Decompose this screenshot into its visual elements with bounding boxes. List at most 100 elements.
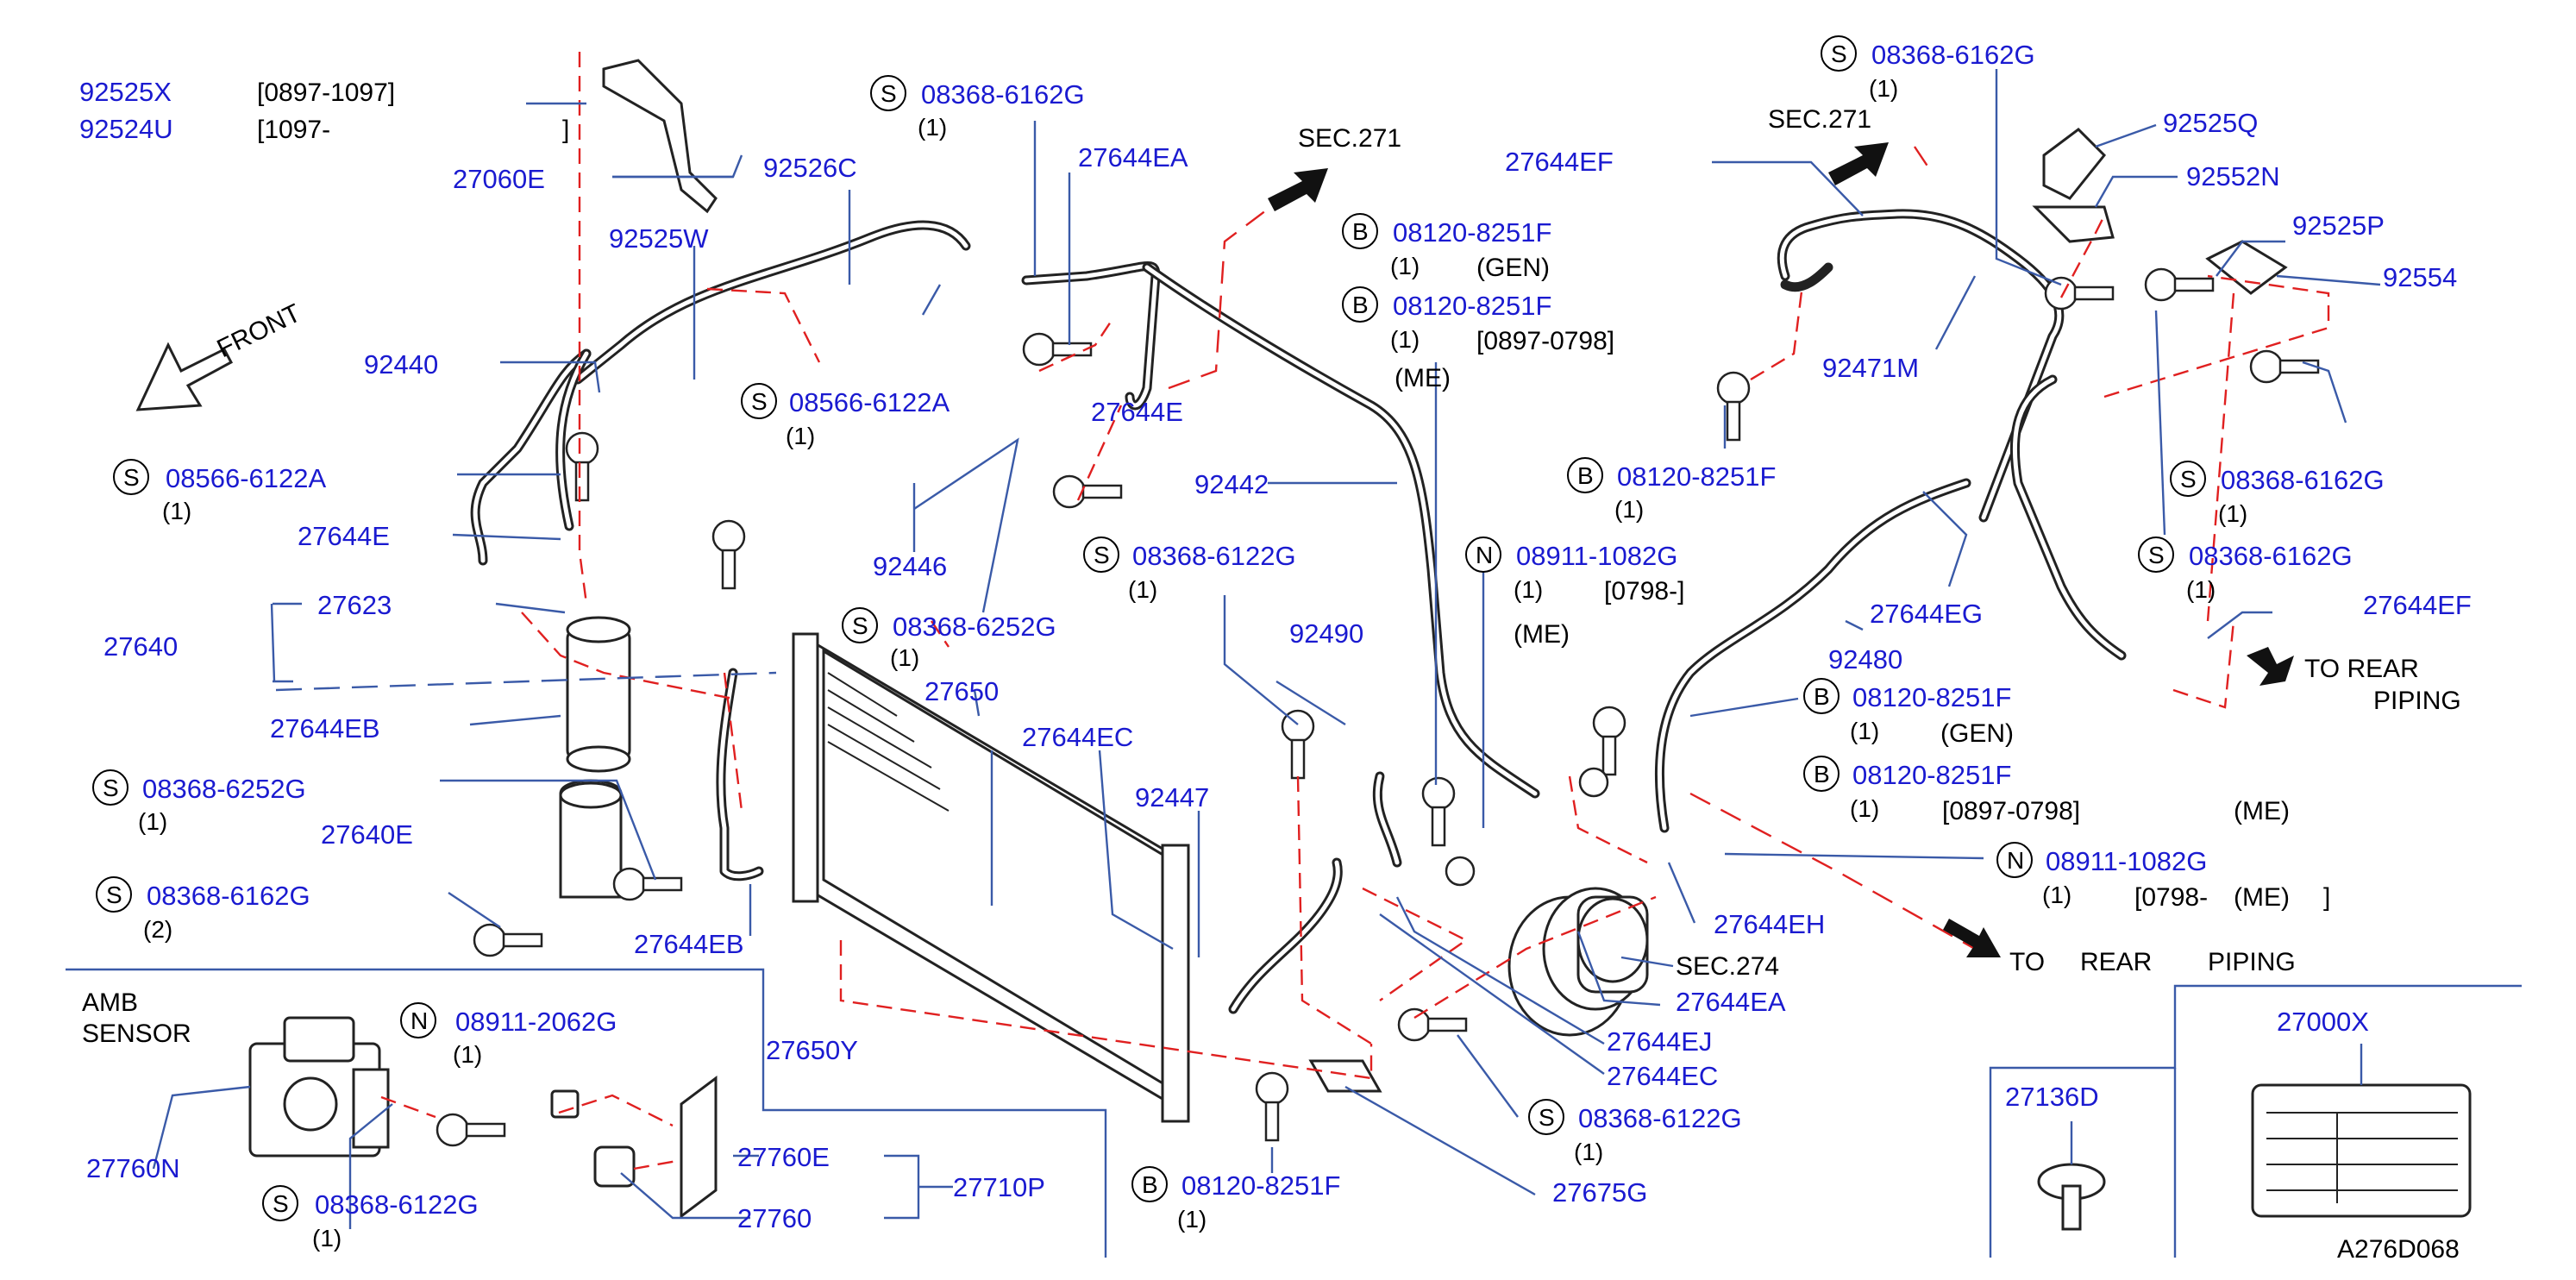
- letter-s: S: [103, 775, 119, 801]
- bracket-27640e: [559, 779, 623, 899]
- label-08368-6162g-right-b: 08368-6162G: [2189, 541, 2353, 571]
- bolt: [565, 431, 599, 502]
- label-27644ef-top: 27644EF: [1505, 147, 1614, 177]
- label-92490: 92490: [1289, 618, 1363, 649]
- label-92525x: 92525X: [79, 77, 172, 107]
- label-27640: 27640: [103, 631, 178, 662]
- label-amb: AMB: [82, 988, 138, 1017]
- bracket-92525p: [2205, 240, 2288, 295]
- bracket-27760e: [550, 1076, 718, 1219]
- qty: (1): [1869, 75, 1898, 102]
- bolt: [1445, 856, 1476, 887]
- label-27644eb-upper: 27644EB: [270, 713, 380, 744]
- label-27760n: 27760N: [86, 1153, 180, 1183]
- label-92471m: 92471M: [1822, 353, 1919, 383]
- label-27650y: 27650Y: [766, 1035, 858, 1065]
- callout-n-08911-1082g-right: N 08911-1082G (1) [0798- (ME) ]: [1996, 842, 2330, 912]
- label-27644ea-lower: 27644EA: [1676, 987, 1786, 1017]
- label-08566-6122a-center: 08566-6122A: [789, 387, 950, 417]
- front-arrow-icon: [135, 342, 234, 411]
- alignment-lines: [380, 52, 2330, 1170]
- clip-27136d: [2037, 1163, 2106, 1231]
- label-08120-8251f-lower: 08120-8251F: [1181, 1170, 1340, 1201]
- letter-n: N: [2007, 847, 2024, 874]
- letter-s: S: [852, 612, 868, 639]
- label-to-rear-a: TO REAR: [2304, 655, 2419, 683]
- letter-s: S: [751, 388, 768, 415]
- qty: (1): [1614, 496, 1644, 523]
- label-27644eg: 27644EG: [1870, 599, 1983, 629]
- sec271-arrow-b: [1828, 142, 1889, 185]
- bolt: [1022, 332, 1093, 367]
- label-27644ej: 27644EJ: [1607, 1026, 1712, 1057]
- bolt: [2144, 267, 2215, 302]
- qty: (1): [312, 1225, 342, 1252]
- letter-b: B: [1142, 1171, 1158, 1198]
- note-date: [0897-0798]: [1476, 327, 1614, 355]
- letter-b: B: [1814, 761, 1830, 787]
- bolt: [1421, 776, 1456, 847]
- bolt: [1052, 474, 1123, 509]
- label-27644eb-lower: 27644EB: [634, 929, 744, 959]
- label-plate-27000x: [2251, 1083, 2472, 1218]
- label-27760e: 27760E: [737, 1142, 830, 1172]
- callout-b-08120-8251f-gen-right: B 08120-8251F (1) (GEN): [1803, 678, 2014, 748]
- callout-s-08368-6122g-sensor: S 08368-6122G (1): [262, 1185, 479, 1252]
- letter-s: S: [881, 80, 897, 107]
- label-92554: 92554: [2383, 262, 2457, 292]
- letter-s: S: [1094, 542, 1110, 568]
- letter-s: S: [273, 1190, 289, 1217]
- compressor: [1507, 887, 1649, 1037]
- label-27644eh: 27644EH: [1714, 909, 1825, 939]
- label-08368-6162g-topright: 08368-6162G: [1871, 40, 2035, 70]
- callout-n-08911-1082g-center: N 08911-1082G (1) [0798-] (ME): [1465, 536, 1684, 649]
- label-27136d: 27136D: [2005, 1082, 2099, 1112]
- letter-s: S: [123, 464, 140, 491]
- to-rear-arrow-b: [1943, 919, 2001, 957]
- label-92447: 92447: [1135, 782, 1209, 813]
- label-08368-6122g-lower: 08368-6122G: [1578, 1103, 1742, 1133]
- label-92440: 92440: [364, 349, 438, 380]
- label-27000x: 27000X: [2277, 1007, 2369, 1037]
- callout-b-08120-8251f-dated: B 08120-8251F (1) [0897-0798] (ME): [1342, 286, 1614, 392]
- label-92446: 92446: [873, 551, 947, 581]
- qty: (1): [1128, 576, 1157, 603]
- callout-s-08368-6252g-left: S 08368-6252G (1): [92, 769, 306, 835]
- note-close: ]: [2323, 883, 2330, 912]
- label-92525q: 92525Q: [2163, 108, 2258, 138]
- bolt: [612, 867, 683, 901]
- qty: (1): [1850, 718, 1879, 744]
- bracket-92552n: [2032, 205, 2115, 243]
- bolt: [711, 519, 746, 590]
- label-sensor: SENSOR: [82, 1020, 191, 1048]
- callout-b-08120-8251f-dated-right: B 08120-8251F (1) [0897-0798] (ME): [1803, 756, 2290, 825]
- callout-s-08368-6252g-center: S 08368-6252G (1): [842, 607, 1056, 671]
- label-27644ec-center: 27644EC: [1022, 722, 1133, 752]
- label-27710p: 27710P: [953, 1172, 1045, 1202]
- label-08368-6122g-center: 08368-6122G: [1132, 541, 1296, 571]
- letter-s: S: [106, 882, 122, 908]
- qty: (1): [1390, 326, 1420, 353]
- label-sec271-a: SEC.271: [1298, 124, 1401, 153]
- bolts: [436, 267, 2320, 1147]
- note-me: (ME): [1395, 364, 1451, 392]
- qty: (1): [1177, 1206, 1207, 1233]
- note-date: [0897-0798]: [1942, 797, 2080, 825]
- callout-s-08368-6162g-left: S 08368-6162G (2): [96, 876, 310, 943]
- label-08566-6122a-left: 08566-6122A: [166, 463, 326, 493]
- label-27623: 27623: [317, 590, 392, 620]
- receiver-drier: [566, 616, 631, 773]
- label-08120-8251f-gen: 08120-8251F: [1393, 217, 1551, 248]
- bolt: [1255, 1071, 1289, 1142]
- pipe-92442: [1021, 261, 1540, 799]
- qty: (1): [162, 498, 191, 524]
- label-front: FRONT: [213, 298, 305, 363]
- label-08120-8251f-gen-right: 08120-8251F: [1852, 682, 2011, 712]
- note-date: [0798-]: [1604, 577, 1684, 605]
- letter-s: S: [1539, 1104, 1555, 1131]
- pipe-92446: [716, 668, 764, 882]
- qty: (1): [918, 114, 947, 141]
- label-sec271-b: SEC.271: [1768, 105, 1871, 134]
- note-me: (ME): [2234, 797, 2290, 825]
- bolt: [1592, 706, 1626, 776]
